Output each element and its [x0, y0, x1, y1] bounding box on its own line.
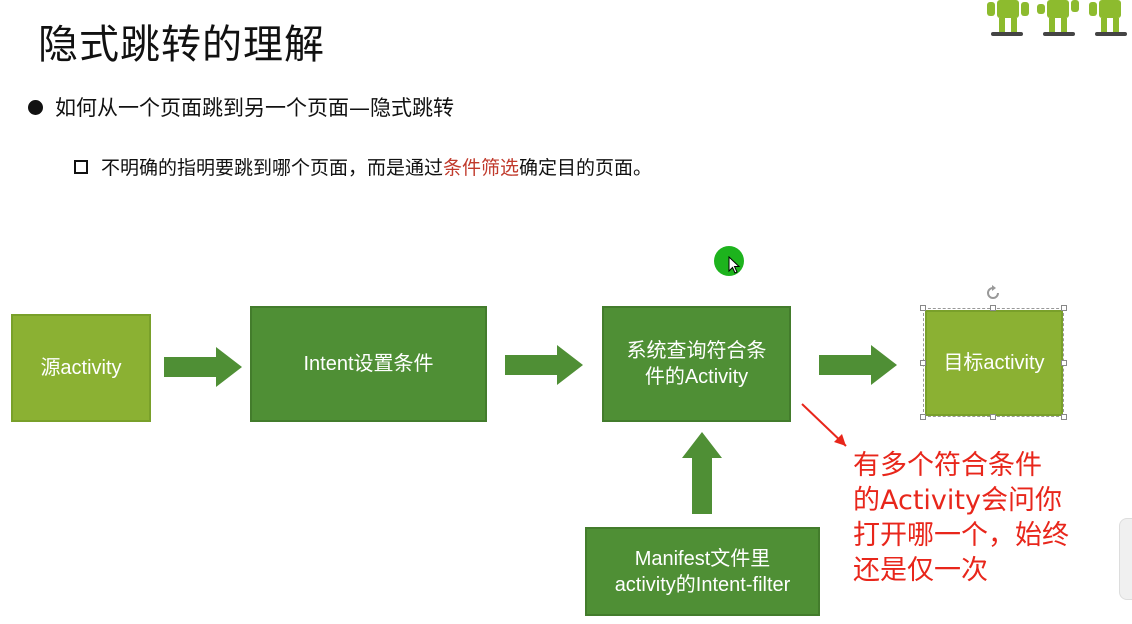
resize-handle[interactable]	[990, 305, 996, 311]
annotation-line: 打开哪一个，始终	[853, 520, 1069, 551]
resize-handle[interactable]	[990, 414, 996, 420]
side-panel-tab[interactable]	[1119, 518, 1132, 600]
slide-title: 隐式跳转的理解	[38, 22, 325, 68]
resize-handle[interactable]	[1061, 414, 1067, 420]
target-activity-label: 目标activity	[943, 352, 1045, 374]
target-activity-box[interactable]: 目标activity	[925, 310, 1063, 416]
manifest-filter-box: Manifest文件里 activity的Intent-filter	[585, 527, 820, 616]
annotation-arrow-icon	[801, 403, 847, 447]
source-activity-box: 源activity	[11, 314, 151, 422]
square-bullet-icon	[74, 159, 88, 174]
annotation-line: 有多个符合条件	[853, 450, 1042, 481]
arrow-right-icon	[164, 347, 242, 387]
system-query-box: 系统查询符合条 件的Activity	[602, 306, 791, 422]
resize-handle[interactable]	[920, 305, 926, 311]
arrow-up-icon	[682, 432, 722, 514]
resize-handle[interactable]	[920, 360, 926, 366]
bullet-dot-icon	[28, 99, 43, 115]
arrow-right-icon	[819, 345, 897, 385]
resize-handle[interactable]	[1061, 360, 1067, 366]
sub-bullet-item: 不明确的指明要跳到哪个页面，而是通过条件筛选确定目的页面。	[74, 153, 652, 180]
annotation-note: 有多个符合条件 的Activity会问你 打开哪一个，始终 还是仅一次	[853, 448, 1113, 588]
sub-bullet-text-pre: 不明确的指明要跳到哪个页面，而是通过	[101, 157, 444, 179]
resize-handle[interactable]	[1061, 305, 1067, 311]
system-query-label-line2: 件的Activity	[644, 366, 749, 388]
sub-bullet-highlight: 条件筛选	[443, 157, 520, 179]
system-query-label-line1: 系统查询符合条	[626, 340, 767, 362]
sub-bullet-text-post: 确定目的页面。	[519, 157, 653, 179]
arrow-right-icon	[505, 345, 583, 385]
annotation-line: 还是仅一次	[853, 555, 988, 586]
bullet-item: 如何从一个页面跳到另一个页面—隐式跳转	[28, 92, 454, 122]
intent-conditions-label: Intent设置条件	[303, 353, 434, 375]
intent-conditions-box: Intent设置条件	[250, 306, 487, 422]
rotate-handle-icon[interactable]	[984, 284, 1002, 302]
manifest-label-line1: Manifest文件里	[634, 547, 771, 570]
mouse-pointer-icon	[728, 256, 741, 274]
bullet-text: 如何从一个页面跳到另一个页面—隐式跳转	[55, 96, 454, 120]
android-logo-decoration	[987, 0, 1127, 36]
resize-handle[interactable]	[920, 414, 926, 420]
annotation-line: 的Activity会问你	[853, 485, 1062, 516]
manifest-label-line2: activity的Intent-filter	[614, 573, 791, 596]
selection-frame	[923, 308, 1064, 417]
source-activity-label: 源activity	[40, 357, 122, 379]
